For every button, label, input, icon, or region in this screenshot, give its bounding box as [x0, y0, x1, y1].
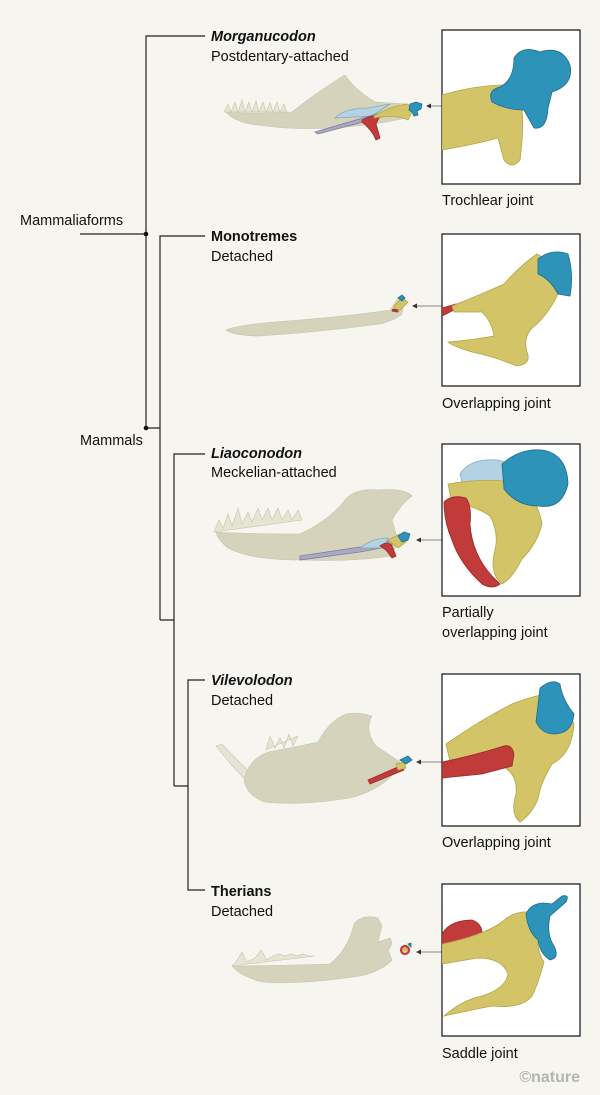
jaw-monotremes: [225, 294, 442, 337]
joint-box-monotremes: Overlapping joint: [441, 233, 581, 412]
joint-box-therians: Saddle joint: [441, 883, 581, 1062]
jaw-morganucodon: [223, 74, 442, 141]
branch-liaoconodon: [160, 453, 205, 786]
branch-morganucodon: [145, 35, 205, 428]
jaw-liaoconodon: [213, 489, 442, 561]
joint-box-liaoconodon: Partially overlapping joint: [441, 443, 581, 641]
label-mammaliaforms: Mammaliaforms: [20, 213, 123, 229]
taxon-name: Therians: [211, 884, 271, 900]
joint-caption: Overlapping joint: [442, 835, 551, 851]
node-mammals: [143, 425, 149, 431]
joint-box-morganucodon: Trochlear joint: [441, 29, 581, 209]
taxon-name: Morganucodon: [211, 29, 316, 45]
joint-box-vilevolodon: Overlapping joint: [441, 673, 581, 851]
jaw-therians: [231, 916, 442, 984]
taxon-attachment: Meckelian-attached: [211, 465, 337, 481]
joint-caption: overlapping joint: [442, 625, 548, 641]
phylogeny-tree: Mammaliaforms Mammals: [20, 35, 205, 891]
branch-monotremes: [146, 235, 205, 620]
label-mammals: Mammals: [80, 433, 143, 449]
taxon-attachment: Detached: [211, 904, 273, 920]
taxon-name: Liaoconodon: [211, 446, 302, 462]
taxon-name: Monotremes: [211, 229, 297, 245]
joint-caption: Overlapping joint: [442, 396, 551, 412]
taxon-attachment: Postdentary-attached: [211, 49, 349, 65]
taxon-labels: Morganucodon Postdentary-attached Monotr…: [211, 29, 349, 920]
joint-caption: Partially: [442, 605, 494, 621]
node-mammaliaforms: [143, 231, 149, 237]
joint-caption: Trochlear joint: [442, 193, 533, 209]
jaw-vilevolodon: [215, 713, 442, 804]
taxon-attachment: Detached: [211, 693, 273, 709]
nature-credit-logo: ©nature: [519, 1069, 580, 1086]
joint-caption: Saddle joint: [442, 1046, 518, 1062]
taxon-attachment: Detached: [211, 249, 273, 265]
branch-vilevolodon-therians: [174, 679, 205, 891]
taxon-name: Vilevolodon: [211, 673, 293, 689]
